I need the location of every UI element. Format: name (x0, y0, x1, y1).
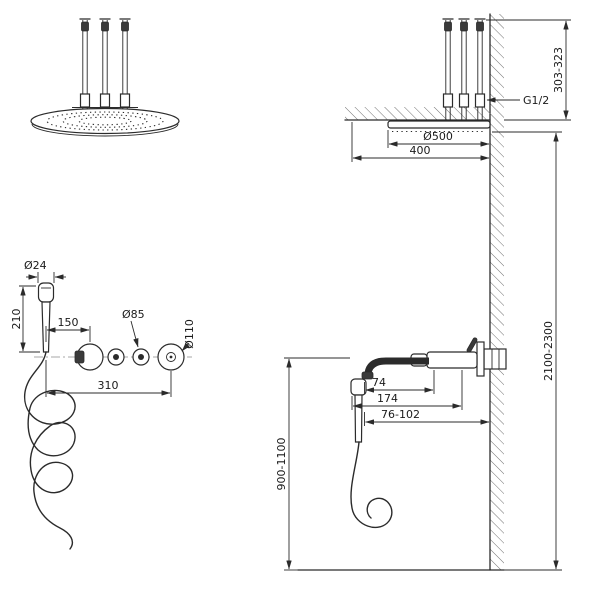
knob-center (138, 354, 144, 360)
supply-pipe (442, 18, 454, 121)
rosette-center (169, 355, 173, 359)
handshower-holder (361, 371, 374, 380)
dim-label-trim-width: 310 (98, 379, 119, 392)
mixer-body (426, 351, 478, 369)
dim-label-mounting-height: 2100-2300 (542, 321, 555, 381)
nozzle-row (78, 116, 132, 126)
handshower-handle-side (354, 394, 363, 443)
handshower-front-view: Ø24 210 (10, 259, 196, 550)
dim-label-ceiling-clearance: 303-323 (552, 47, 565, 93)
dim-label-handshower-diameter: Ø24 (24, 259, 47, 272)
dim-label-thread: G1/2 (523, 94, 549, 107)
dimension-150: 150 (45, 316, 91, 342)
supply-pipe (79, 18, 91, 109)
nozzle-row (46, 111, 164, 131)
dim-label-inwall-depth: 76-102 (381, 408, 420, 421)
dim-label-spout-drop: 74 (372, 376, 386, 389)
handshower-head (37, 282, 55, 303)
dim-label-spout-reach: 174 (377, 392, 398, 405)
dim-label-handshower-length: 210 (10, 309, 23, 330)
supply-pipe (458, 18, 470, 121)
dim-label-mixer-height: 900-1100 (275, 438, 288, 491)
ceiling-hatching (345, 107, 491, 120)
dimension-74: 74 (364, 370, 435, 394)
dimension-76-102: 76-102 (364, 408, 490, 426)
escutcheon-plate (476, 341, 485, 377)
dimension-dia85: Ø85 (122, 308, 145, 348)
dimension-g12: G1/2 (486, 94, 549, 107)
knob-center (113, 354, 119, 360)
dim-label-escutcheon-diameter: Ø110 (183, 319, 196, 349)
supply-pipe (99, 18, 111, 109)
dimension-900-1100: 900-1100 (275, 357, 350, 571)
spout (364, 357, 429, 374)
supply-pipe (474, 18, 486, 121)
mixer-side-view: 74 174 76-102 900-1100 (275, 337, 507, 571)
shower-hose-side (350, 441, 393, 529)
dim-label-knob-diameter: Ø85 (122, 308, 145, 321)
rain-shower-plate-side (387, 120, 491, 129)
ceiling-shower-front-view (30, 18, 180, 137)
wall-hatching (490, 14, 504, 570)
rosette-inner-ring (166, 352, 176, 362)
installation-side-view: G1/2 303-323 Ø500 400 2100-2300 (297, 13, 571, 571)
dimension-400: 400 (351, 122, 490, 162)
dimension-303-323: 303-323 (486, 19, 571, 121)
dimension-dia24: Ø24 (24, 259, 66, 283)
dimension-210: 210 (10, 285, 40, 353)
rain-shower-plate (30, 107, 180, 137)
inwall-valve (483, 348, 507, 370)
dim-label-head-diameter: Ø500 (423, 130, 453, 143)
supply-pipe (119, 18, 131, 109)
dimension-310: 310 (45, 360, 172, 397)
holder-bracket (74, 350, 85, 364)
handshower-head-side (350, 378, 367, 396)
trim-rosettes (74, 343, 185, 371)
dimension-2100-2300: 2100-2300 (492, 131, 562, 571)
wall-mounted-mixer (350, 337, 507, 529)
nozzle-row (62, 114, 148, 128)
mixer-lever (466, 337, 478, 353)
dimension-dia110: Ø110 (181, 319, 196, 352)
dimension-dia500: Ø500 (387, 130, 490, 148)
dimension-174: 174 (351, 370, 463, 410)
shower-hose-coiled (24, 351, 76, 550)
dim-label-offset-from-wall: 400 (410, 144, 431, 157)
dim-label-holder-spacing: 150 (58, 316, 79, 329)
